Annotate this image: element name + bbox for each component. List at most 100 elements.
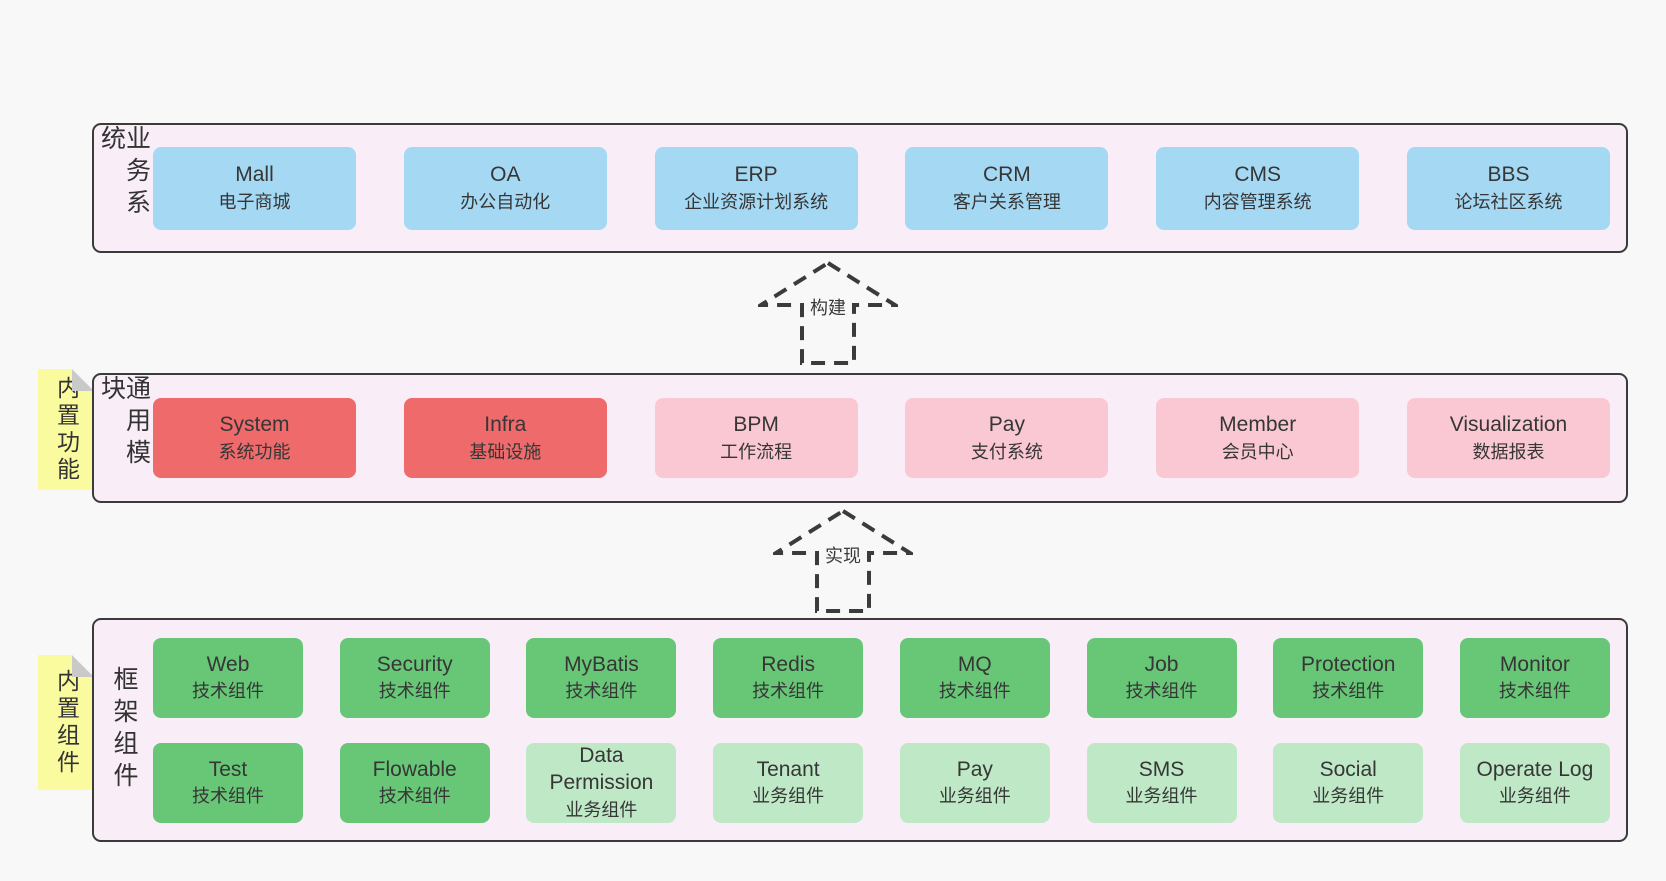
box-subtitle: 业务组件 [1498, 786, 1571, 807]
section-label-gutter: 框架组件 [94, 620, 153, 840]
box-title: ERP [734, 163, 778, 187]
note-fold-corner [72, 655, 94, 677]
box-subtitle: 技术组件 [565, 681, 638, 702]
up-arrow-implement: 实现 [773, 508, 913, 614]
box-web: Web 技术组件 [153, 637, 303, 718]
box-subtitle: 业务组件 [1125, 786, 1198, 807]
note-fold-corner [72, 369, 94, 391]
box-title: OA [490, 163, 521, 187]
box-subtitle: 技术组件 [1498, 681, 1571, 702]
box-system: System 系统功能 [153, 398, 356, 478]
box-monitor: Monitor 技术组件 [1459, 637, 1610, 718]
box-subtitle: 业务组件 [752, 786, 825, 807]
box-subtitle: 技术组件 [752, 681, 825, 702]
box-pay-component: Pay 业务组件 [899, 742, 1050, 823]
box-subtitle: 支付系统 [970, 441, 1043, 462]
section-label: 框架组件 [110, 666, 138, 794]
box-subtitle: 办公自动化 [460, 191, 551, 212]
box-title: Infra [484, 413, 527, 437]
up-arrow-build: 构建 [758, 260, 898, 366]
box-title: Mall [235, 163, 274, 187]
box-bpm: BPM 工作流程 [654, 398, 858, 478]
box-sms: SMS 业务组件 [1086, 742, 1237, 823]
box-subtitle: 业务组件 [938, 786, 1011, 807]
box-oa: OA 办公自动化 [403, 146, 607, 230]
box-title: Tenant [756, 757, 820, 781]
box-subtitle: 数据报表 [1472, 441, 1545, 462]
box-subtitle: 会员中心 [1221, 441, 1294, 462]
box-flowable: Flowable 技术组件 [339, 742, 490, 823]
dashed-up-arrow-icon [773, 508, 913, 613]
framework-row-1: Web 技术组件 Security 技术组件 MyBatis 技术组件 Redi… [153, 637, 1610, 718]
arrow-label: 构建 [807, 293, 849, 321]
box-tenant: Tenant 业务组件 [713, 742, 864, 823]
box-title: CRM [982, 163, 1031, 187]
box-job: Job 技术组件 [1086, 637, 1237, 718]
box-subtitle: 技术组件 [192, 786, 264, 807]
box-security: Security 技术组件 [339, 637, 490, 718]
section-label-gutter: 通用模块 [94, 375, 153, 501]
box-mall: Mall 电子商城 [153, 146, 356, 230]
box-test: Test 技术组件 [153, 742, 303, 823]
box-title: Visualization [1449, 413, 1568, 437]
box-title: Web [206, 652, 250, 676]
box-title: SMS [1138, 757, 1185, 781]
section-label: 业务系统 [97, 125, 151, 221]
box-subtitle: 电子商城 [218, 191, 291, 212]
box-title: Data Permission [549, 744, 654, 794]
box-cms: CMS 内容管理系统 [1156, 146, 1360, 230]
box-subtitle: 技术组件 [378, 786, 451, 807]
section-business-systems: 业务系统 Mall 电子商城 OA 办公自动化 ERP 企业资源计划系统 CRM… [92, 123, 1628, 253]
box-mybatis: MyBatis 技术组件 [526, 637, 677, 718]
box-bbs: BBS 论坛社区系统 [1406, 146, 1610, 230]
box-redis: Redis 技术组件 [713, 637, 864, 718]
framework-boxes-grid: Web 技术组件 Security 技术组件 MyBatis 技术组件 Redi… [153, 620, 1626, 840]
box-subtitle: 企业资源计划系统 [684, 191, 829, 212]
box-subtitle: 系统功能 [218, 441, 291, 462]
box-subtitle: 技术组件 [938, 681, 1011, 702]
box-title: Redis [761, 652, 815, 676]
box-infra: Infra 基础设施 [403, 398, 607, 478]
box-subtitle: 技术组件 [192, 681, 264, 702]
dashed-up-arrow-icon [758, 260, 898, 365]
note-text: 内置组件 [53, 668, 80, 777]
note-text: 内置功能 [53, 375, 80, 484]
box-data-permission: Data Permission 业务组件 [526, 742, 677, 823]
box-title: Flowable [372, 757, 457, 781]
sticky-note-built-in-components: 内置组件 [38, 655, 94, 790]
box-subtitle: 技术组件 [378, 681, 451, 702]
box-pay-system: Pay 支付系统 [905, 398, 1109, 478]
section-framework-components: 框架组件 Web 技术组件 Security 技术组件 MyBatis 技术组件… [92, 618, 1628, 842]
box-title: MQ [957, 652, 992, 676]
box-title: MyBatis [564, 652, 639, 676]
box-title: Job [1144, 652, 1179, 676]
box-title: Protection [1300, 652, 1396, 676]
business-boxes-row: Mall 电子商城 OA 办公自动化 ERP 企业资源计划系统 CRM 客户关系… [153, 125, 1626, 251]
box-operate-log: Operate Log 业务组件 [1459, 742, 1610, 823]
box-title: Pay [956, 757, 993, 781]
box-subtitle: 客户关系管理 [952, 191, 1061, 212]
box-subtitle: 论坛社区系统 [1454, 191, 1563, 212]
box-crm: CRM 客户关系管理 [905, 146, 1109, 230]
box-erp: ERP 企业资源计划系统 [654, 146, 858, 230]
box-title: Member [1219, 413, 1297, 437]
section-label-gutter: 业务系统 [94, 125, 153, 251]
box-title: BBS [1487, 163, 1530, 187]
box-title: System [219, 413, 290, 437]
box-title: Test [208, 757, 248, 781]
box-title: Monitor [1499, 652, 1570, 676]
box-title: Social [1319, 757, 1377, 781]
box-subtitle: 业务组件 [1312, 786, 1385, 807]
framework-row-2: Test 技术组件 Flowable 技术组件 Data Permission … [153, 742, 1610, 823]
sticky-note-built-in-features: 内置功能 [38, 369, 94, 490]
arrow-label: 实现 [822, 541, 864, 569]
box-subtitle: 技术组件 [1312, 681, 1385, 702]
box-subtitle: 业务组件 [565, 799, 638, 820]
box-title: BPM [733, 413, 779, 437]
box-social: Social 业务组件 [1273, 742, 1424, 823]
box-member: Member 会员中心 [1156, 398, 1360, 478]
box-mq: MQ 技术组件 [899, 637, 1050, 718]
box-subtitle: 内容管理系统 [1203, 191, 1312, 212]
box-protection: Protection 技术组件 [1273, 637, 1424, 718]
